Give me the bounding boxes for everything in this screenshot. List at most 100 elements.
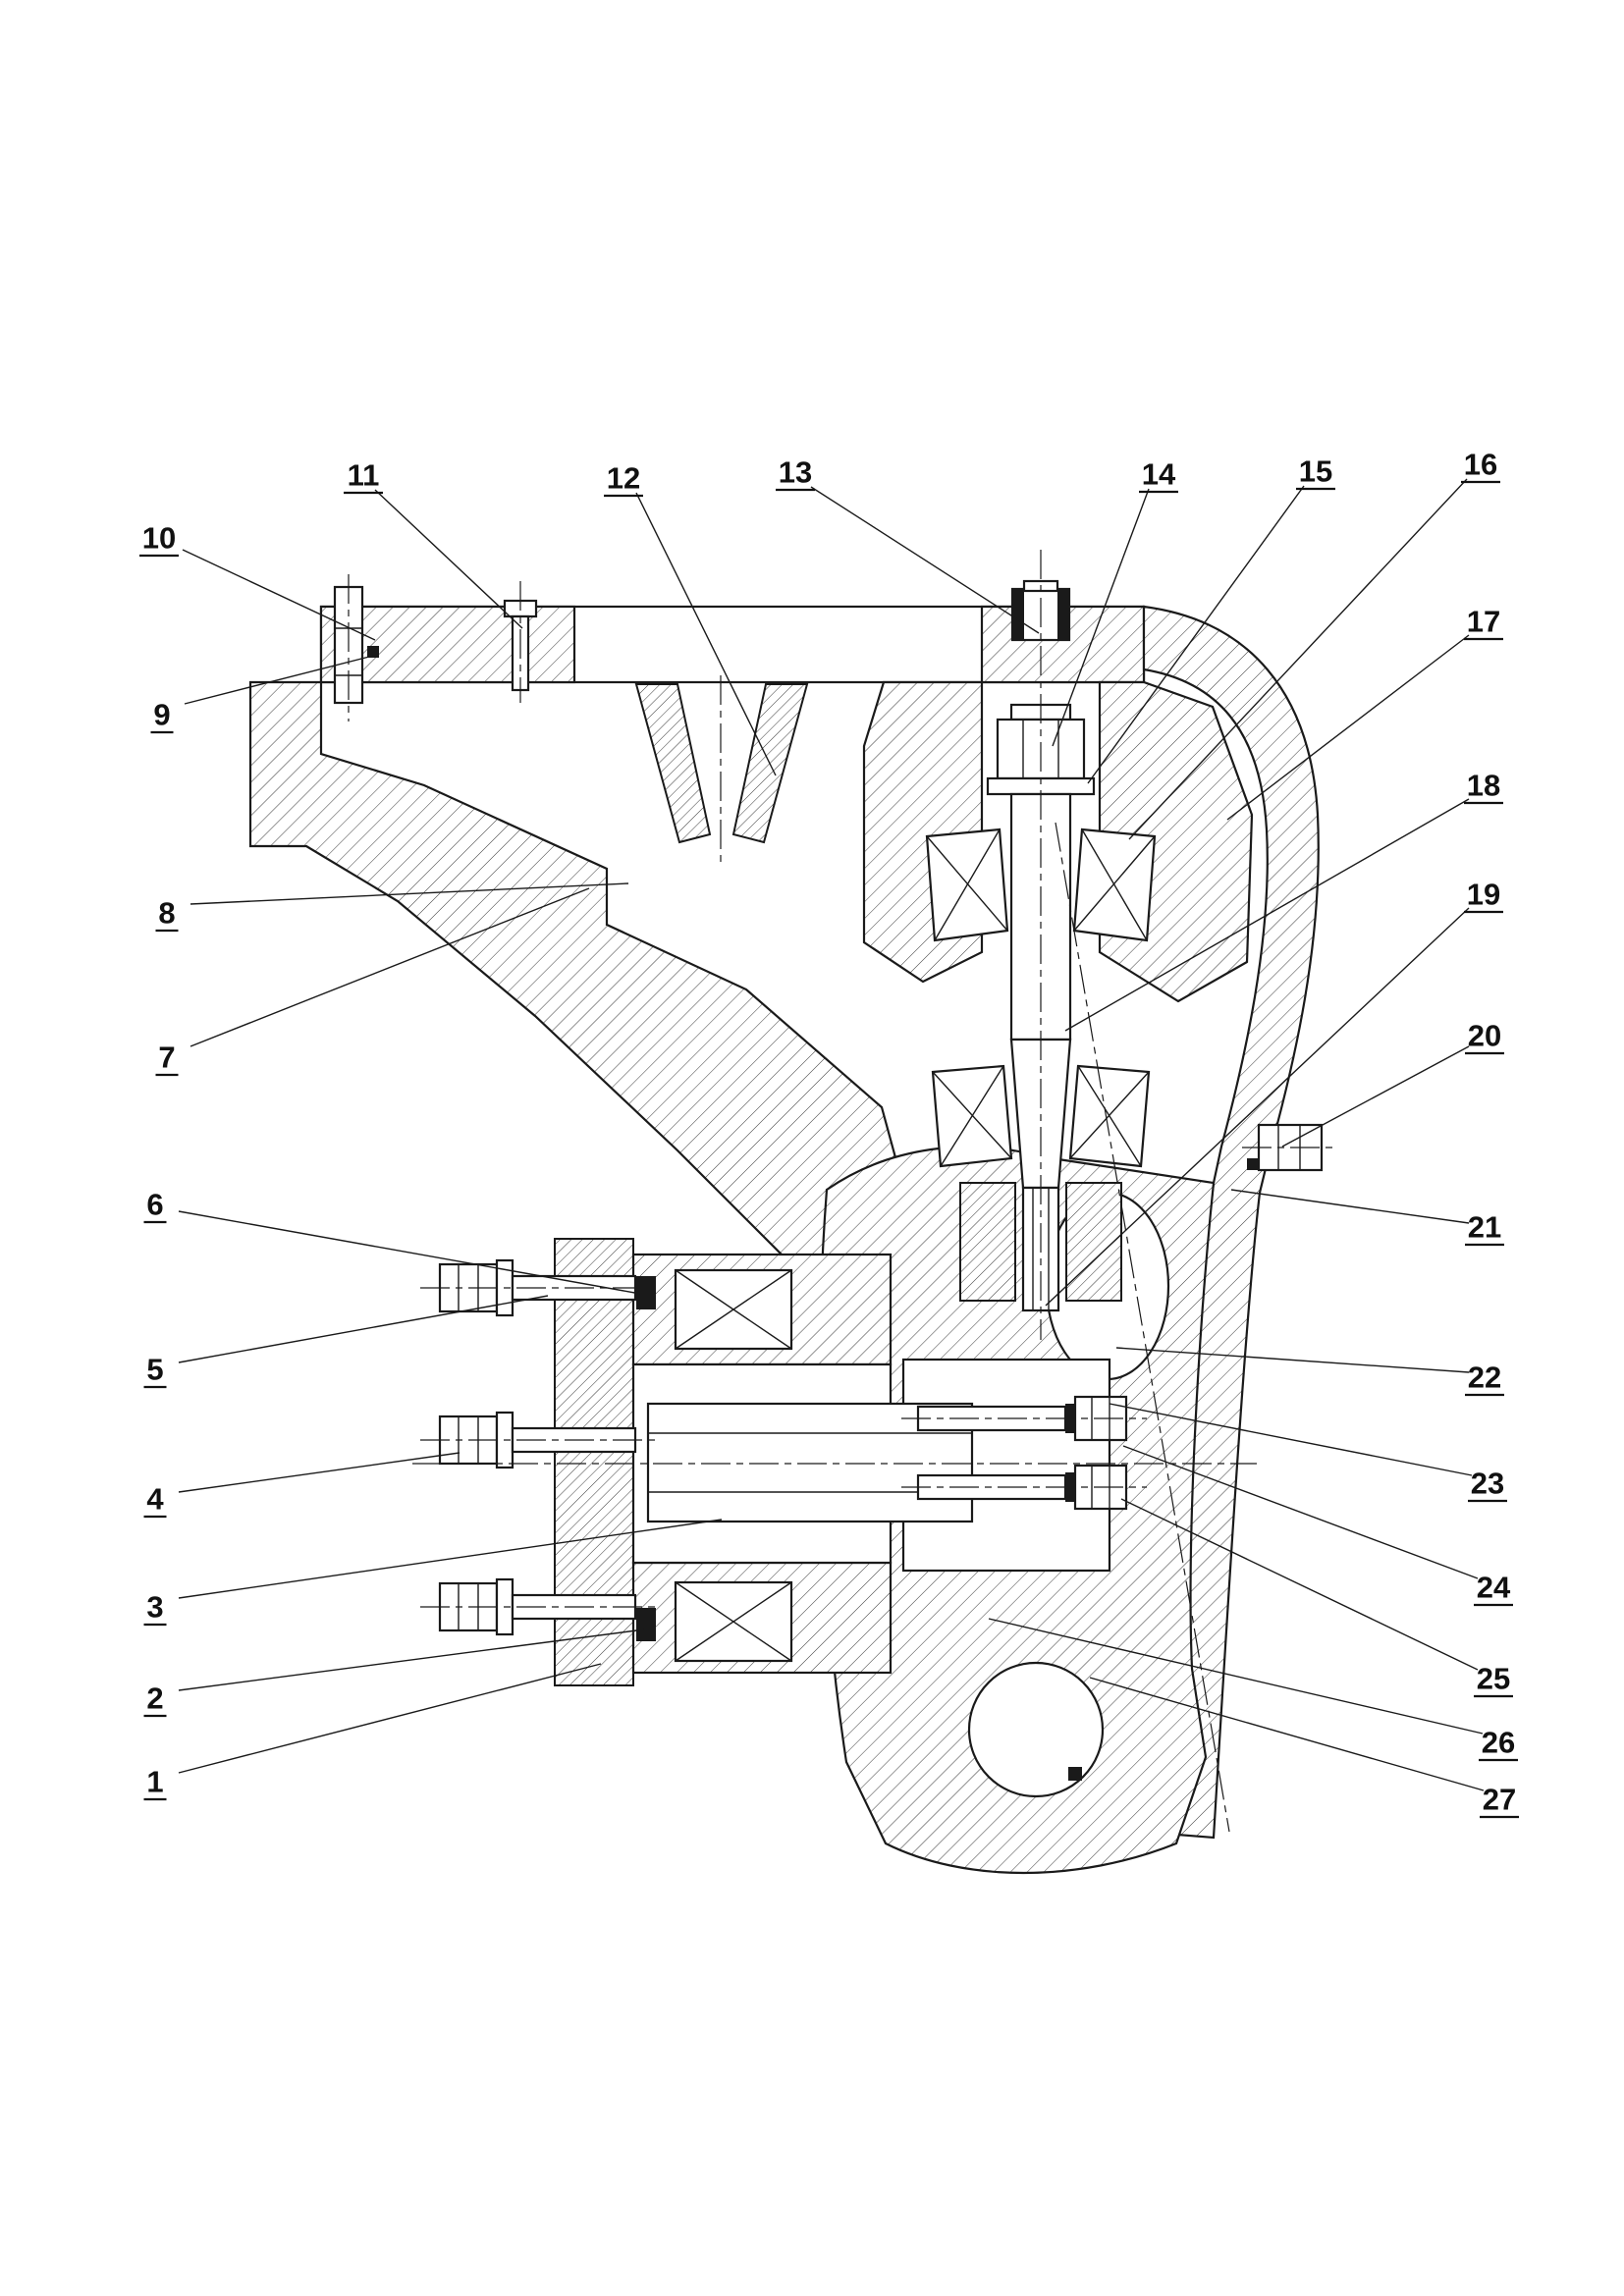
callout-20: 20 [1281, 1019, 1504, 1148]
callout-15: 15 [1087, 454, 1335, 784]
callout-number: 8 [158, 896, 175, 931]
leader-line [1115, 1347, 1470, 1373]
callout-number: 20 [1468, 1019, 1501, 1053]
gear-hub-left [959, 1182, 1016, 1302]
pinion-bearing-top-right [1072, 828, 1157, 942]
leader-line [178, 1210, 641, 1295]
leader-line [178, 1295, 549, 1363]
callout-number: 22 [1468, 1361, 1501, 1395]
slanted-centerline [1055, 822, 1230, 1833]
callout-1: 1 [143, 1663, 602, 1801]
callout-13: 13 [776, 455, 1040, 634]
callout-number: 11 [348, 458, 380, 493]
callout-21: 21 [1230, 1189, 1504, 1247]
callout-number: 2 [146, 1682, 163, 1716]
callout-26: 26 [988, 1618, 1518, 1762]
callout-number: 12 [607, 461, 640, 496]
callout-19: 19 [1045, 878, 1503, 1307]
pinion-shaft [986, 703, 1096, 1312]
callout-number: 13 [779, 455, 812, 490]
leader-line [988, 1618, 1484, 1735]
callout-25: 25 [1120, 1498, 1513, 1698]
pinion-bearing-bottom-right [1068, 1064, 1151, 1168]
callout-number: 4 [146, 1482, 164, 1517]
callout-number: 26 [1482, 1726, 1515, 1760]
housing-lower-bowl [818, 1146, 1216, 1875]
callout-27: 27 [1089, 1677, 1519, 1819]
callout-18: 18 [1064, 769, 1503, 1032]
callout-23: 23 [1109, 1403, 1507, 1503]
callout-number: 25 [1477, 1662, 1510, 1696]
callout-7: 7 [155, 887, 590, 1077]
callout-16: 16 [1128, 448, 1500, 840]
tapered-bore [634, 683, 809, 844]
callout-12: 12 [604, 461, 777, 776]
callout-number: 19 [1467, 878, 1500, 912]
callout-number: 27 [1483, 1783, 1516, 1817]
callout-number: 9 [153, 698, 170, 732]
leader-line [189, 887, 590, 1047]
callout-number: 7 [158, 1041, 175, 1075]
leader-line [1120, 1498, 1479, 1671]
hub-seal-top [636, 1276, 656, 1309]
callout-number: 23 [1471, 1467, 1504, 1501]
callout-17: 17 [1226, 605, 1503, 821]
leader-line [178, 1663, 602, 1774]
leader-line [184, 655, 374, 705]
callout-5: 5 [143, 1295, 549, 1389]
seal-ring [367, 646, 379, 658]
hub-bearing-bottom [674, 1580, 793, 1663]
lower-pocket [967, 1661, 1105, 1798]
callout-14: 14 [1052, 457, 1178, 747]
leader-line [635, 492, 777, 776]
pinion-bearing-bottom-left [931, 1064, 1013, 1168]
callout-number: 6 [146, 1188, 163, 1222]
callout-number: 1 [146, 1765, 163, 1799]
callout-11: 11 [344, 458, 523, 629]
callout-number: 18 [1467, 769, 1500, 803]
callout-2: 2 [143, 1629, 645, 1718]
lower-seal-dot [1068, 1767, 1082, 1781]
callout-number: 14 [1142, 457, 1176, 492]
housing-left-arm [248, 680, 913, 1266]
callout-6: 6 [143, 1188, 641, 1295]
callout-number: 3 [146, 1590, 163, 1625]
leader-line [374, 489, 523, 629]
callout-24: 24 [1122, 1445, 1513, 1607]
leader-line [1230, 1189, 1470, 1224]
leader-line [1109, 1403, 1473, 1476]
leader-line [178, 1629, 645, 1691]
gear-hub-right [1065, 1182, 1122, 1302]
hub-bearing-top [674, 1268, 793, 1351]
callout-4: 4 [143, 1452, 460, 1519]
centerlines [348, 550, 1335, 1833]
leader-line [1122, 1445, 1479, 1579]
hub-seal-bottom [636, 1608, 656, 1641]
callout-number: 24 [1477, 1571, 1511, 1605]
leader-line [189, 882, 629, 905]
leader-line [1045, 907, 1470, 1307]
callout-8: 8 [155, 882, 629, 933]
plug-seal [1247, 1158, 1259, 1170]
callout-10: 10 [139, 521, 376, 641]
callout-number: 21 [1468, 1210, 1501, 1245]
leader-line [1226, 634, 1470, 821]
callout-number: 10 [142, 521, 176, 556]
breather-cap [1010, 579, 1071, 642]
leader-line [178, 1452, 460, 1493]
leader-line [1087, 485, 1305, 784]
pinion-bearing-top-left [925, 828, 1009, 942]
leader-line [1089, 1677, 1485, 1791]
callout-9: 9 [150, 655, 374, 734]
leader-line [810, 486, 1040, 634]
leader-line [182, 549, 376, 641]
callout-number: 15 [1299, 454, 1332, 489]
leader-line [1281, 1045, 1470, 1148]
callout-number: 16 [1464, 448, 1497, 482]
callout-3: 3 [143, 1519, 723, 1627]
leader-line [1052, 488, 1150, 747]
leader-line [178, 1519, 723, 1599]
